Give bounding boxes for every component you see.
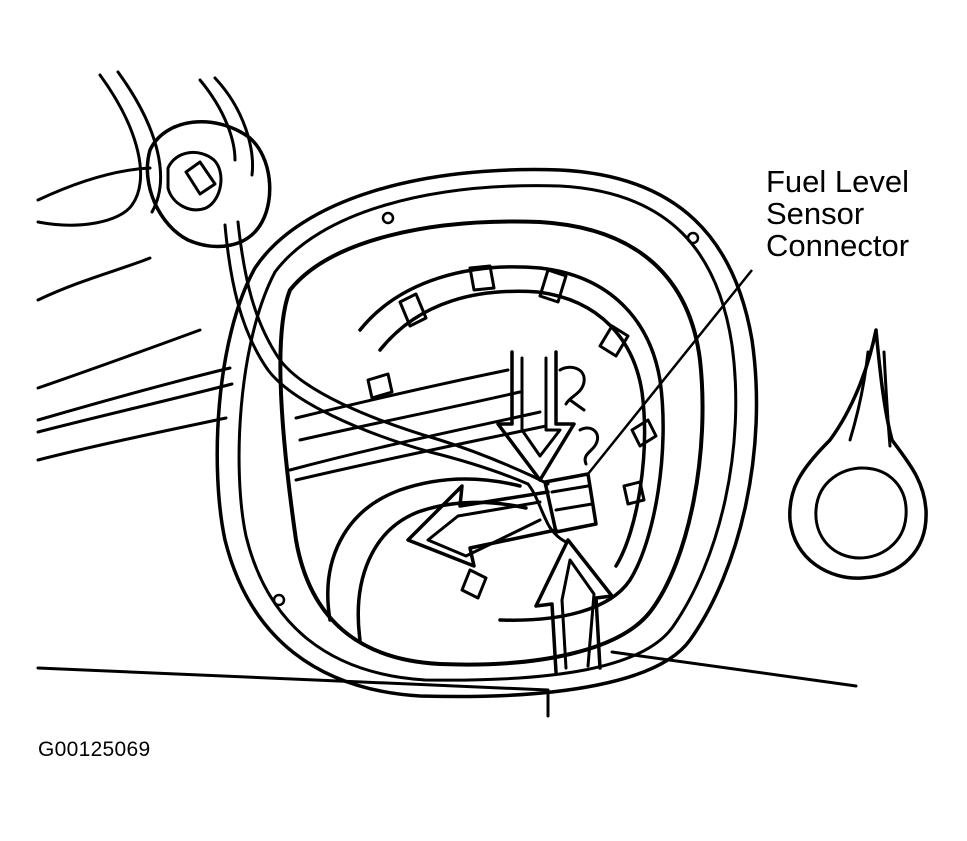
callout-line-3: Connector: [766, 228, 910, 263]
direction-arrows: [406, 350, 614, 674]
lock-ring: [278, 219, 705, 667]
body-panel-curves: [36, 70, 254, 462]
callout-line-1: Fuel Level: [766, 164, 910, 199]
callout-leader-line: [587, 269, 753, 475]
pump-module-lines: [288, 365, 599, 642]
callout-line-2: Sensor: [766, 196, 865, 231]
fuel-level-sensor-connector: [526, 472, 598, 544]
keyhole-cutout-icon: [788, 328, 928, 580]
wire-harness: [223, 220, 534, 486]
connector-callout-label: Fuel Level Sensor Connector: [766, 166, 909, 262]
hose-grommet: [145, 119, 272, 249]
access-opening-rim: [215, 167, 759, 699]
figure-id: G00125069: [38, 738, 151, 761]
floor-lines: [36, 650, 858, 718]
